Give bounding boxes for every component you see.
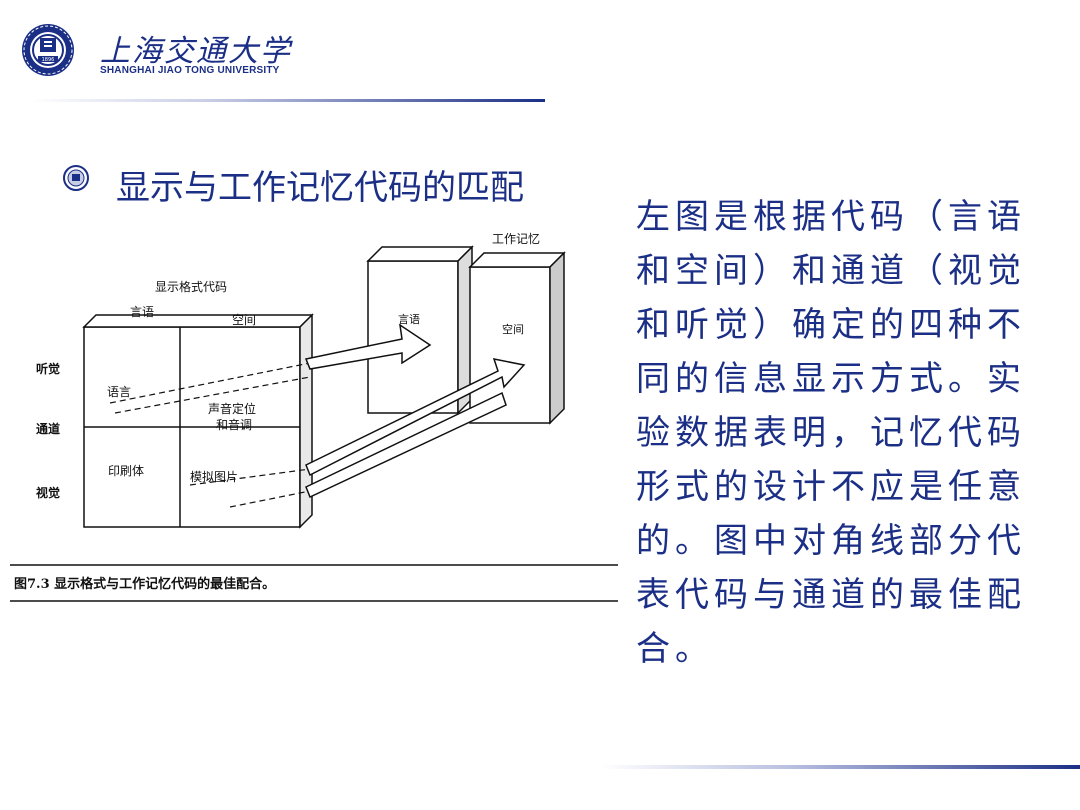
slide-heading: 显示与工作记忆代码的匹配 <box>116 168 524 208</box>
footer-divider <box>600 765 1080 769</box>
working-memory-verbal-box <box>366 245 474 415</box>
university-logo-icon: 1896 <box>22 24 74 76</box>
cell-speech: 语言 <box>107 385 131 399</box>
mapping-arrows <box>304 323 526 499</box>
wm-verbal-label: 言语 <box>398 313 420 326</box>
header-divider <box>30 99 545 102</box>
bullet-seal-icon <box>63 165 89 191</box>
slide-description: 左图是根据代码（言语和空间）和通道（视觉和听觉）确定的四种不同的信息显示方式。实… <box>636 197 1026 669</box>
col-verbal-label: 言语 <box>130 305 154 319</box>
display-format-grid <box>82 313 314 529</box>
row-channel-label: 通道 <box>36 421 60 436</box>
university-name-en: SHANGHAI JIAO TONG UNIVERSITY <box>100 65 280 76</box>
cell-analog-picture: 模拟图片 <box>190 470 238 484</box>
row-visual-label: 视觉 <box>36 485 60 500</box>
dashed-mapping-lines <box>109 362 311 508</box>
university-name-cn: 上海交通大学 <box>100 34 292 69</box>
display-code-title: 显示格式代码 <box>155 279 227 294</box>
wm-spatial-label: 空间 <box>502 322 524 336</box>
working-memory-label: 工作记忆 <box>492 232 540 246</box>
figure-caption: 图7.3 显示格式与工作记忆代码的最佳配合。 <box>14 576 275 592</box>
memory-code-figure: 显示格式代码 言语 空间 听觉 通道 视觉 语言 声音定位 和音调 印刷体 模拟… <box>10 232 618 602</box>
cell-print: 印刷体 <box>108 464 144 478</box>
working-memory-spatial-box <box>468 251 566 425</box>
logo-year: 1896 <box>42 57 55 63</box>
row-auditory-label: 听觉 <box>36 361 60 376</box>
col-spatial-label: 空间 <box>232 313 256 327</box>
cell-sound-position-line2: 和音调 <box>216 417 252 432</box>
cell-sound-position-line1: 声音定位 <box>208 401 256 416</box>
